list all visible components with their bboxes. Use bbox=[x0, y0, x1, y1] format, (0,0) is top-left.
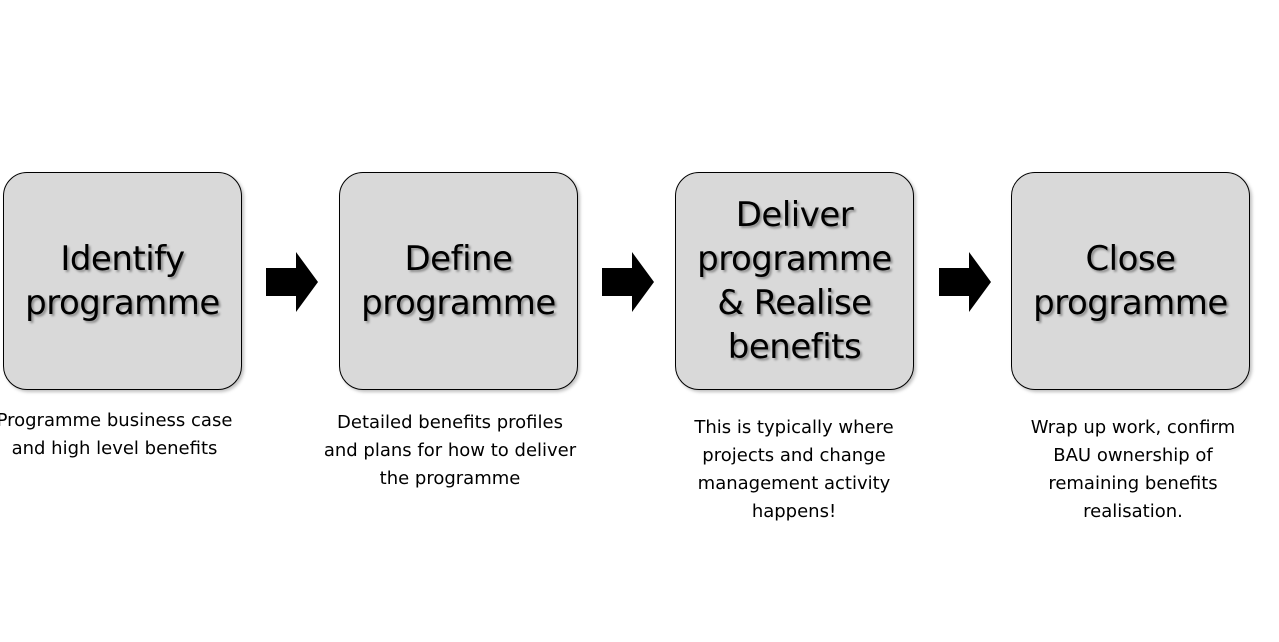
stage-box-identify: Identify programme bbox=[3, 172, 242, 390]
stage-box-define: Define programme bbox=[339, 172, 578, 390]
right-arrow-icon bbox=[939, 252, 991, 312]
stage-description-close: Wrap up work, confirm BAU ownership of r… bbox=[1030, 417, 1236, 522]
stage-box-deliver: Deliver programme & Realise benefits bbox=[675, 172, 914, 390]
stage-description-define: Detailed benefits profiles and plans for… bbox=[323, 412, 577, 489]
stage-box-close: Close programme bbox=[1011, 172, 1250, 390]
stage-title-define: Define programme bbox=[361, 239, 556, 323]
right-arrow-icon bbox=[266, 252, 318, 312]
stage-title-close: Close programme bbox=[1033, 239, 1228, 323]
stage-description-identify: Programme business case and high level b… bbox=[0, 410, 233, 459]
stage-title-identify: Identify programme bbox=[25, 239, 220, 323]
right-arrow-icon bbox=[602, 252, 654, 312]
stage-description-deliver: This is typically where projects and cha… bbox=[694, 417, 894, 522]
stage-title-deliver: Deliver programme & Realise benefits bbox=[697, 195, 892, 367]
